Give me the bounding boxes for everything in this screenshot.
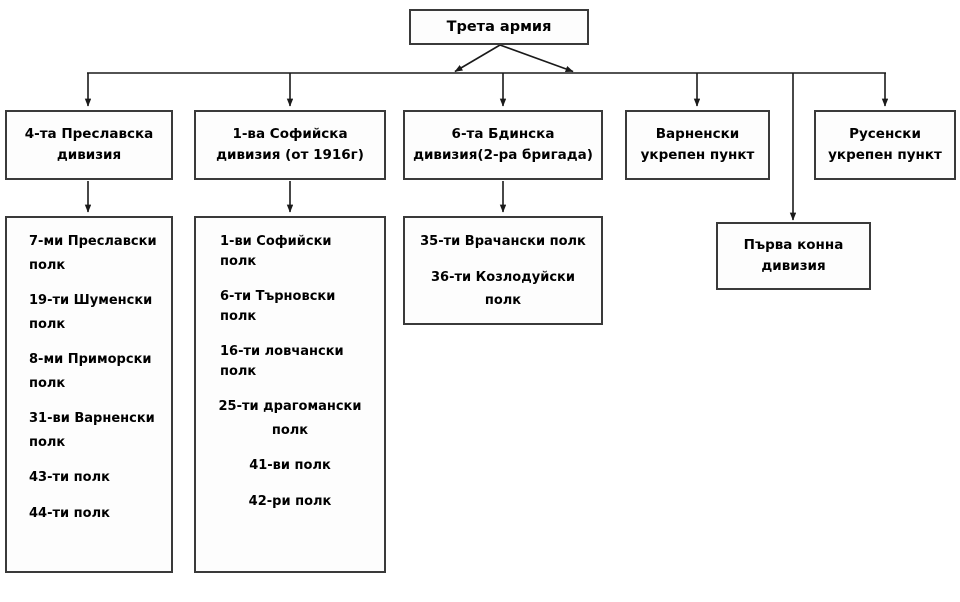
list-item: 7-ми Преславски <box>29 234 157 249</box>
node-label-line2: дивизия <box>761 258 826 274</box>
list-item: 44-ти полк <box>29 505 110 521</box>
node-label-line1: Първа конна <box>743 237 844 254</box>
node-label-line2: дивизия (от 1916г) <box>216 147 364 163</box>
panel-preslavska-regiments[interactable]: 7-ми Преславски полк 19-ти Шуменски полк… <box>5 216 173 573</box>
node-label-line2: дивизия <box>56 147 122 163</box>
list-item: 42-ри полк <box>248 493 332 509</box>
node-parva-konna-diviziya[interactable]: Първа конна дивизия <box>716 222 871 290</box>
list-item: 6-ти Търновски полк <box>220 289 336 324</box>
list-item: 35-ти Врачански полк <box>420 234 586 249</box>
panel-bdinska-regiments[interactable]: 35-ти Врачански полк 36-ти Козлодуйски п… <box>403 216 603 325</box>
list-item: полк <box>29 316 66 332</box>
node-label-line2: дивизия(2-ра бригада) <box>413 147 593 163</box>
node-label-line1: 1-ва Софийска <box>232 126 348 143</box>
list-item: полк <box>29 257 66 273</box>
list-item: 25-ти драгомански <box>218 399 362 414</box>
node-label-line2: укрепен пункт <box>828 147 942 163</box>
list-item: полк <box>271 422 309 438</box>
list-item: 31-ви Варненски <box>29 411 155 426</box>
node-varnenski-ukrepen-punkt[interactable]: Варненски укрепен пункт <box>625 110 770 180</box>
list-item: полк <box>29 375 66 391</box>
list-item: 36-ти Козлодуйски <box>431 269 575 285</box>
list-item: 43-ти полк <box>29 470 110 485</box>
node-treta-armiya[interactable]: Трета армия <box>409 9 589 45</box>
node-4ta-preslavska-diviziya[interactable]: 4-та Преславска дивизия <box>5 110 173 180</box>
node-label-line1: Варненски <box>655 126 740 143</box>
list-item: 41-ви полк <box>249 458 331 473</box>
list-item: полк <box>484 293 522 308</box>
node-label-line1: Русенски <box>849 126 921 143</box>
node-label-line1: 6-та Бдинска <box>451 126 555 143</box>
node-label-line2: укрепен пункт <box>640 147 755 163</box>
list-item: 8-ми Приморски <box>29 352 152 367</box>
node-label-line1: 4-та Преславска <box>24 126 154 143</box>
edge-root-right <box>499 44 574 73</box>
node-6ta-bdinska-diviziya[interactable]: 6-та Бдинска дивизия(2-ра бригада) <box>403 110 603 180</box>
node-1va-sofiyska-diviziya[interactable]: 1-ва Софийска дивизия (от 1916г) <box>194 110 386 180</box>
list-item: 1-ви Софийски полк <box>220 234 332 269</box>
edge-root-left <box>454 44 501 73</box>
node-label: Трета армия <box>446 18 552 35</box>
panel-sofiyska-regiments[interactable]: 1-ви Софийски полк 6-ти Търновски полк 1… <box>194 216 386 573</box>
list-item: 16-ти ловчански полк <box>220 344 344 379</box>
list-item: 19-ти Шуменски <box>29 293 153 308</box>
list-item: полк <box>29 434 66 450</box>
node-rusenski-ukrepen-punkt[interactable]: Русенски укрепен пункт <box>814 110 956 180</box>
